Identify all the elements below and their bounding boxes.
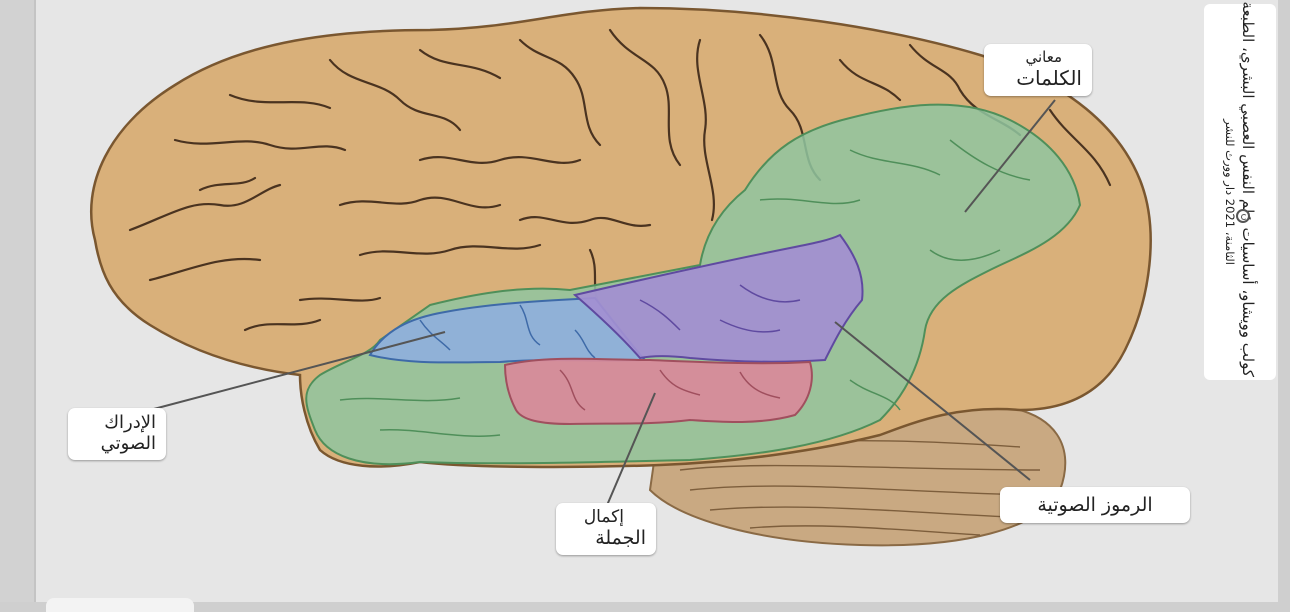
label-sentence-completion: إكمال الجملة [556, 503, 656, 555]
credit-line2: الثامنة، 2021 دار وورث للنشر [1223, 7, 1237, 377]
label-phonological-line1: الرموز الصوتية [1012, 494, 1178, 516]
label-sentence-line1: إكمال [566, 507, 646, 527]
label-auditory-perception: الإدراك الصوتي [68, 408, 166, 460]
credit-box: كولب وويشاو، أساسيات علم النفس العصبي ال… [1204, 4, 1276, 380]
label-auditory-line2: الصوتي [78, 433, 156, 454]
credit-line1: كولب وويشاو، أساسيات علم النفس العصبي ال… [1239, 7, 1257, 377]
label-word-meaning-line1: معاني [994, 48, 1082, 66]
label-auditory-line1: الإدراك [78, 412, 156, 433]
copyright-icon [1236, 209, 1250, 223]
label-word-meaning: معاني الكلمات [984, 44, 1092, 96]
label-sentence-line2: الجملة [566, 527, 646, 549]
label-phonological-symbols: الرموز الصوتية [1000, 487, 1190, 523]
label-word-meaning-line2: الكلمات [994, 66, 1082, 90]
region-sentence-completion [505, 359, 812, 424]
credit-text: كولب وويشاو، أساسيات علم النفس العصبي ال… [1223, 7, 1257, 377]
